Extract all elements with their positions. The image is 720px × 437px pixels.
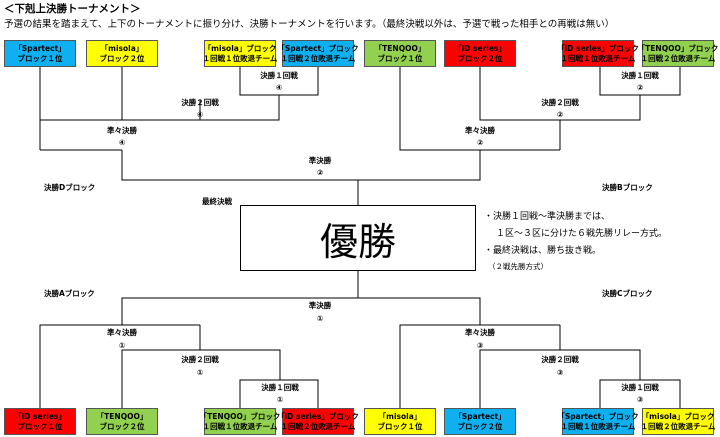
match-mark: ②: [476, 138, 484, 147]
match-mark: ②: [316, 168, 324, 177]
match-mark: ②: [556, 110, 564, 119]
team-top-5: 「TENQOO」ブロック１位: [364, 40, 436, 67]
bracket-line: [599, 379, 681, 410]
round-label: 決勝２回戦: [541, 98, 579, 107]
match-mark: ①: [118, 341, 126, 350]
block-label-b: 決勝Bブロック: [602, 183, 653, 192]
round-label: 決勝２回戦: [181, 355, 219, 364]
block-label-c: 決勝Cブロック: [602, 289, 653, 298]
round-label: 決勝２回戦: [181, 98, 219, 107]
round-label: 準々決勝: [465, 328, 495, 337]
team-bottom-5: 「misola」ブロック１位: [364, 408, 436, 435]
match-mark: ④: [118, 138, 126, 147]
note-line-1: ・決勝１回戦〜準決勝までは、: [484, 212, 611, 222]
bracket-line: [121, 297, 481, 325]
round-label: 準々決勝: [107, 328, 137, 337]
block-label-d: 決勝Dブロック: [44, 183, 96, 192]
round-label: 準々決勝: [107, 126, 137, 135]
final-label: 最終決戦: [202, 197, 232, 206]
bracket-line: [122, 95, 280, 121]
round-label: 決勝２回戦: [541, 355, 579, 364]
match-mark: ③: [556, 368, 564, 377]
match-mark: ③: [476, 341, 484, 350]
note-line-3: ・最終決戦は、勝ち抜き戦。: [484, 246, 602, 256]
bracket-line: [399, 66, 560, 151]
round-label: 準決勝: [308, 156, 332, 165]
bracket-line: [399, 324, 560, 410]
team-bottom-2: 「TENQOO」ブロック２位: [86, 408, 158, 435]
team-top-2: 「misola」ブロック２位: [86, 40, 158, 67]
match-mark: ①: [316, 314, 324, 323]
match-mark: ③: [636, 395, 644, 404]
note-line-4: （２戦先勝方式）: [488, 262, 548, 271]
page-title: ＜下剋上決勝トーナメント＞: [4, 3, 141, 15]
round-label: 決勝１回戦: [621, 383, 659, 392]
champion-box: 優勝: [240, 205, 476, 271]
match-mark: ①: [276, 395, 284, 404]
round-label: 決勝１回戦: [261, 383, 299, 392]
note-line-2: １区〜３区に分けた６戦先勝リレー方式。: [496, 229, 668, 239]
block-label-a: 決勝Aブロック: [44, 289, 95, 298]
team-bottom-6: 「Spartect」ブロック２位: [444, 408, 516, 435]
round-label: 決勝１回戦: [621, 71, 659, 80]
team-bottom-1: 「iD series」ブロック１位: [4, 408, 76, 435]
bracket-line: [121, 150, 481, 181]
round-label: 決勝１回戦: [260, 71, 298, 80]
bracket-line: [121, 349, 281, 410]
bracket-line: [39, 324, 200, 410]
match-mark: ④: [275, 83, 283, 92]
match-mark: ②: [636, 83, 644, 92]
round-label: 準決勝: [308, 301, 332, 310]
round-label: 準々決勝: [465, 126, 495, 135]
bracket-line: [239, 379, 319, 410]
bracket-line: [39, 66, 123, 121]
match-mark: ④: [196, 110, 204, 119]
match-mark: ①: [196, 368, 204, 377]
page-subtitle: 予選の結果を踏まえて、上下のトーナメントに振り分け、決勝トーナメントを行います。…: [4, 19, 615, 30]
team-top-6: 「iD series」ブロック２位: [444, 40, 516, 67]
team-top-1: 「Spartect」ブロック１位: [4, 40, 76, 67]
